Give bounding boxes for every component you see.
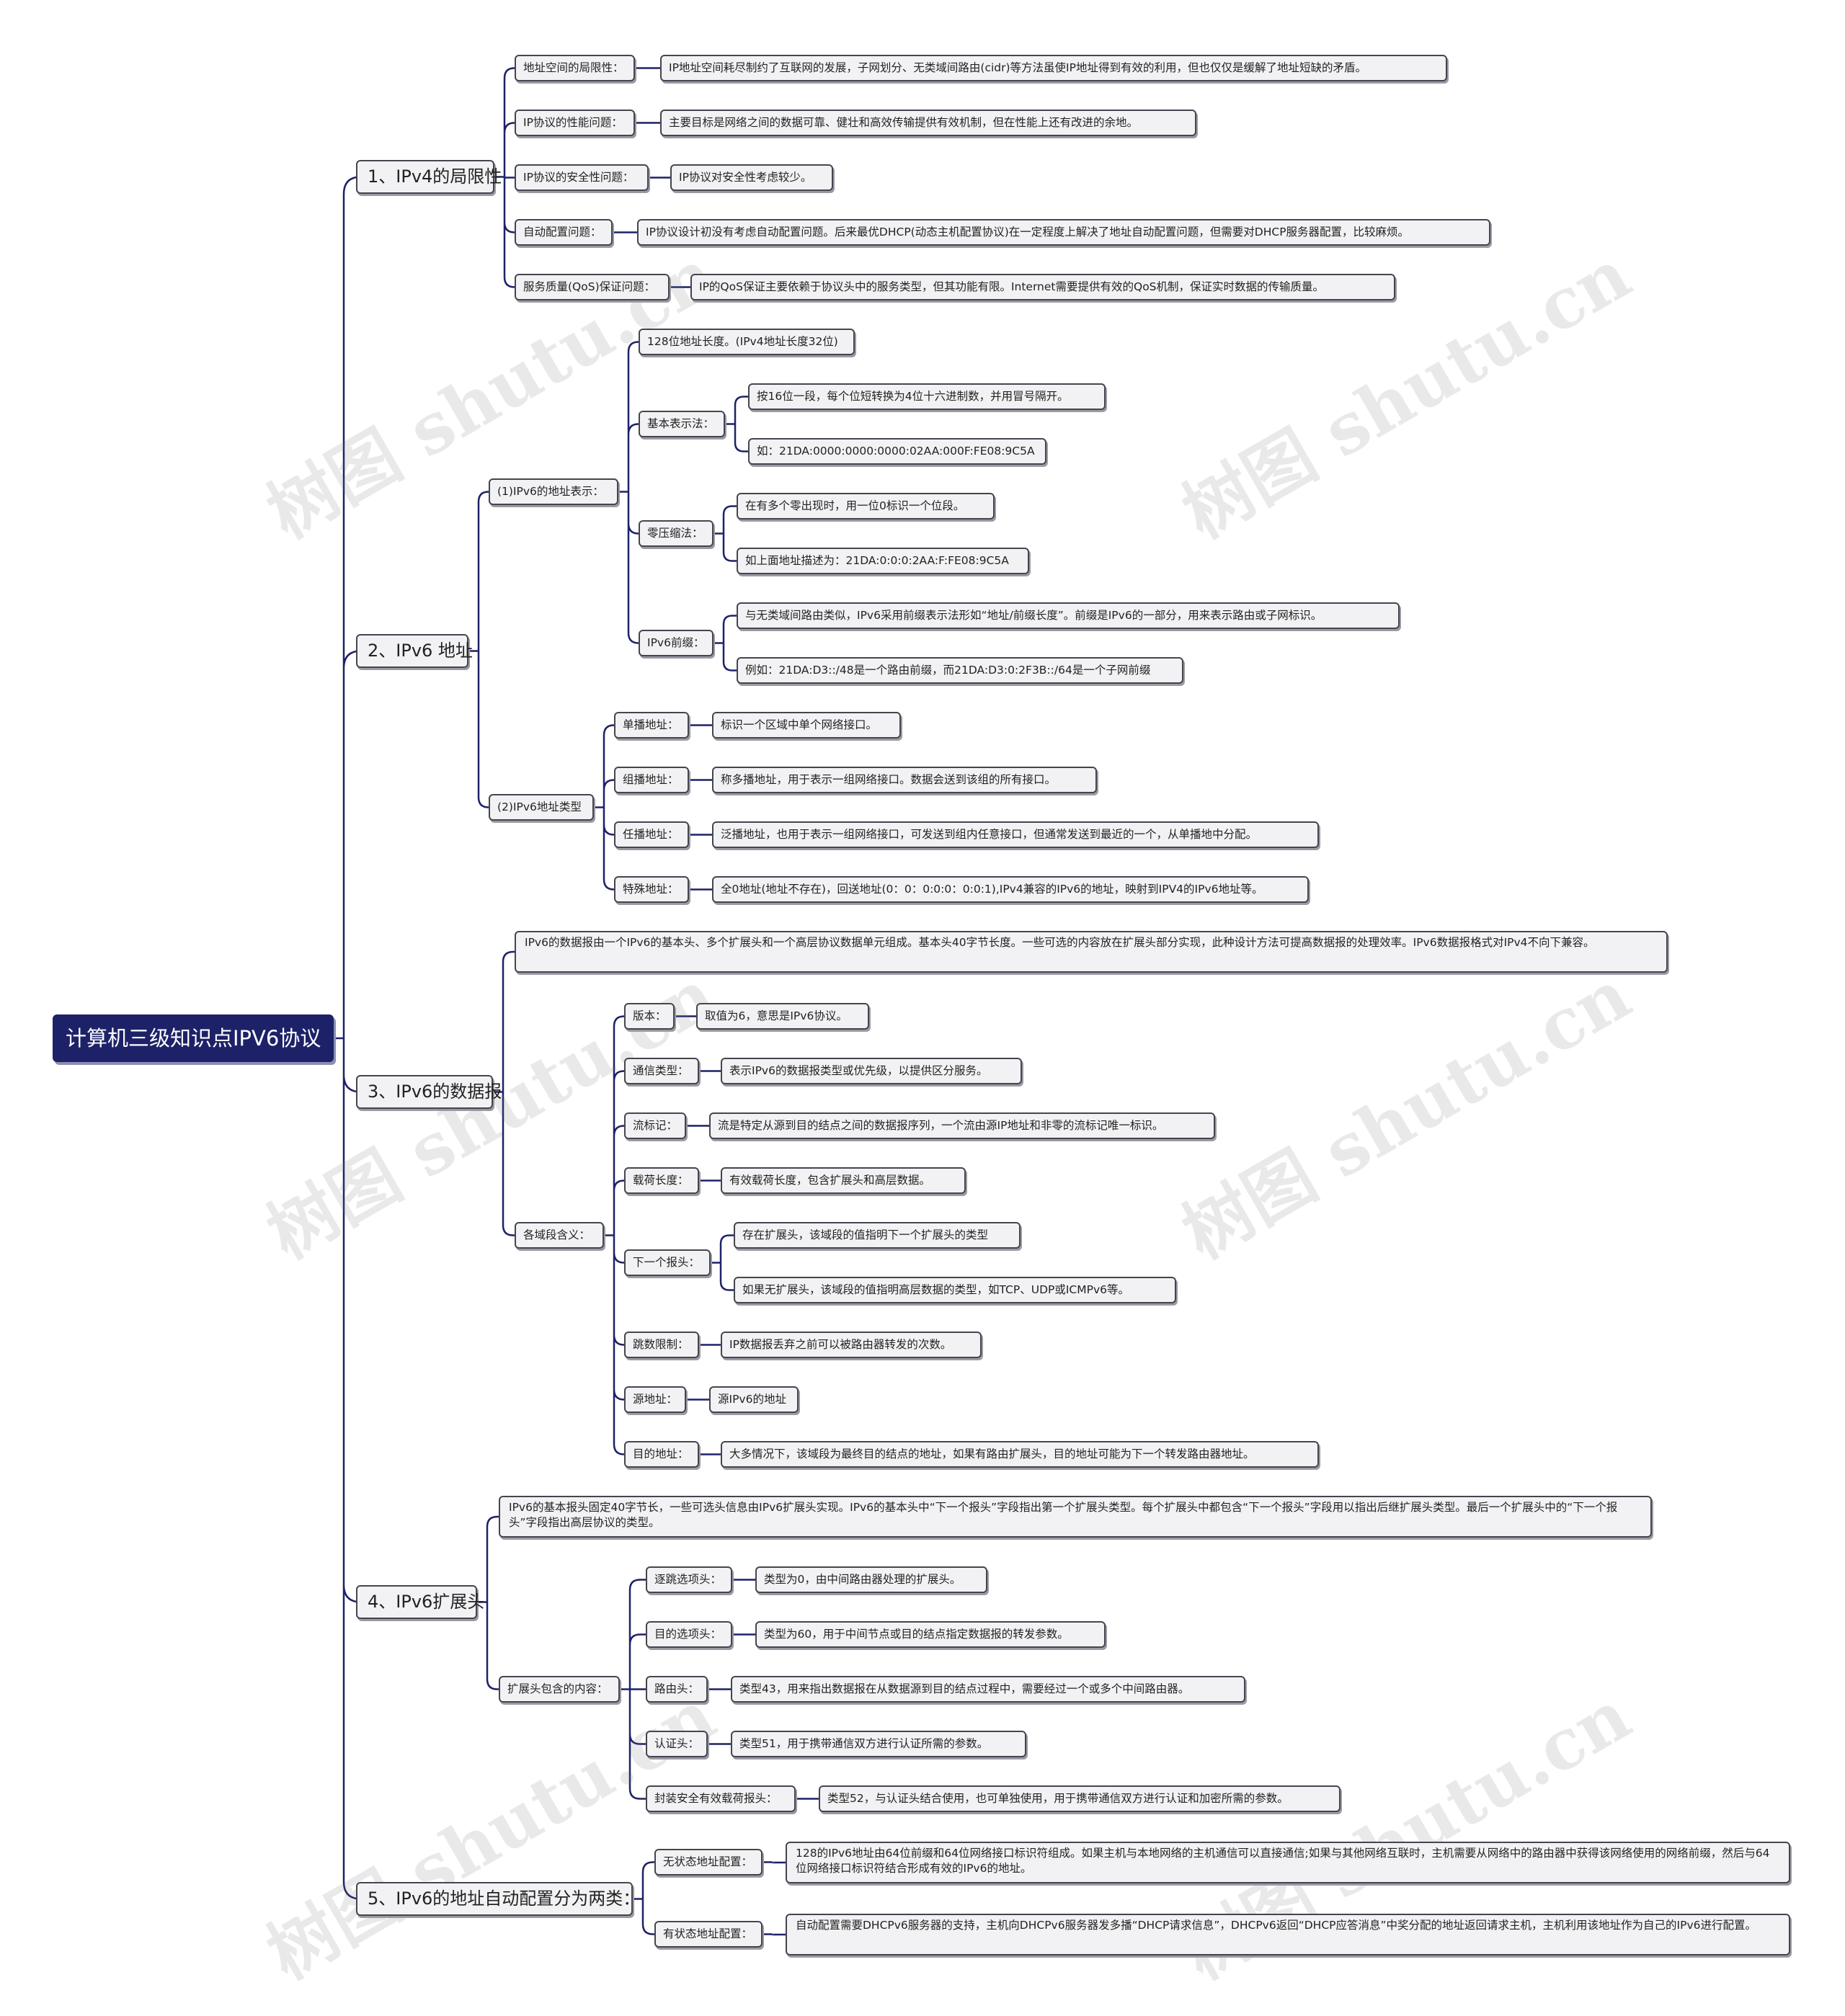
note-destination-address[interactable]: 大多情况下，该域段为最终目的结点的地址，如果有路由扩展头，目的地址可能为下一个转… [721, 1441, 1319, 1468]
note-unicast[interactable]: 标识一个区域中单个网络接口。 [712, 712, 901, 739]
topic-destination-address[interactable]: 目的地址： [624, 1441, 699, 1468]
connector [604, 1015, 625, 1455]
topic-basic-notation[interactable]: 基本表示法： [639, 411, 725, 437]
topic-authentication-header[interactable]: 认证头： [646, 1731, 708, 1757]
note-address-space[interactable]: IP地址空间耗尽制约了互联网的发展，子网划分、无类域间路由(cidr)等方法虽使… [660, 55, 1447, 81]
note-stateful-config[interactable]: 自动配置需要DHCPv6服务器的支持，主机向DHCPv6服务器发多播“DHCP请… [786, 1914, 1790, 1955]
topic-zero-compression[interactable]: 零压缩法： [639, 520, 713, 547]
note-routing-header[interactable]: 类型43，用来指出数据报在从数据源到目的结点过程中，需要经过一个或多个中间路由器… [731, 1676, 1245, 1703]
note-extension-description[interactable]: IPv6的基本报头固定40字节长，一些可选头信息由IPv6扩展头实现。IPv6的… [499, 1496, 1652, 1538]
note-authentication-header[interactable]: 类型51，用于携带通信双方进行认证所需的参数。 [731, 1731, 1026, 1757]
topic-ipv6-prefix[interactable]: IPv6前缀： [639, 630, 713, 656]
topic-flow-label[interactable]: 流标记： [624, 1112, 686, 1139]
topic-traffic-class[interactable]: 通信类型： [624, 1058, 699, 1084]
connector [493, 950, 515, 1236]
note-security[interactable]: IP协议对安全性考虑较少。 [670, 164, 833, 191]
note-destination-options[interactable]: 类型为60，用于中间节点或目的结点指定数据报的转发参数。 [755, 1621, 1106, 1648]
note-hop-limit[interactable]: IP数据报丢弃之前可以被路由器转发的次数。 [721, 1332, 982, 1358]
note-next-header-upper-layer[interactable]: 如果无扩展头，该域段的值指明高层数据的类型，如TCP、UDP或ICMPv6等。 [734, 1277, 1176, 1303]
connector [713, 505, 737, 562]
topic-version[interactable]: 版本： [624, 1003, 675, 1030]
connector [618, 341, 639, 644]
note-basic-notation-rule[interactable]: 按16位一段，每个位短转换为4位十六进制数，并用冒号隔开。 [748, 383, 1106, 410]
note-zero-compression-example[interactable]: 如上面地址描述为：21DA:0:0:0:2AA:F:FE08:9C5A [737, 548, 1029, 574]
topic-stateless-config[interactable]: 无状态地址配置： [654, 1849, 763, 1875]
topic-performance[interactable]: IP协议的性能问题： [515, 110, 635, 136]
topic-stateful-config[interactable]: 有状态地址配置： [654, 1921, 763, 1948]
connector [594, 724, 615, 891]
connector [334, 176, 362, 1900]
topic-address-space[interactable]: 地址空间的局限性： [515, 55, 635, 81]
topic-special-address[interactable]: 特殊地址： [614, 876, 689, 903]
note-anycast[interactable]: 泛播地址，也用于表示一组网络接口，可发送到组内任意接口，但通常发送到最近的一个，… [712, 821, 1319, 848]
topic-hop-by-hop[interactable]: 逐跳选项头： [646, 1566, 732, 1593]
topic-field-meanings[interactable]: 各域段含义： [515, 1222, 604, 1249]
topic-autoconfig[interactable]: 自动配置问题： [515, 219, 613, 246]
branch-ipv6-datagram[interactable]: 3、IPv6的数据报 [356, 1075, 502, 1109]
note-version[interactable]: 取值为6，意思是IPv6协议。 [696, 1003, 869, 1030]
branch-ipv6-address[interactable]: 2、IPv6 地址 [356, 634, 473, 668]
topic-qos[interactable]: 服务质量(QoS)保证问题： [515, 274, 670, 300]
note-qos[interactable]: IP的QoS保证主要依赖于协议头中的服务类型，但其功能有限。Internet需要… [690, 274, 1395, 300]
note-datagram-description[interactable]: IPv6的数据报由一个IPv6的基本头、多个扩展头和一个高层协议数据单元组成。基… [515, 931, 1668, 973]
topic-destination-options[interactable]: 目的选项头： [646, 1621, 732, 1648]
note-flow-label[interactable]: 流是特定从源到目的结点之间的数据报序列，一个流由源IP地址和非零的流标记唯一标识… [709, 1112, 1215, 1139]
topic-security[interactable]: IP协议的安全性问题： [515, 164, 649, 191]
note-esp-header[interactable]: 类型52，与认证头结合使用，也可单独使用，用于携带通信双方进行认证和加密所需的参… [819, 1785, 1341, 1812]
topic-address-representation[interactable]: (1)IPv6的地址表示： [489, 478, 618, 505]
topic-payload-length[interactable]: 载荷长度： [624, 1167, 699, 1194]
connector [477, 1515, 499, 1690]
connector [468, 491, 489, 808]
connector [494, 67, 515, 288]
connector [713, 615, 737, 672]
branch-ipv4-limitations[interactable]: 1、IPv4的局限性 [356, 160, 502, 194]
note-hop-by-hop[interactable]: 类型为0，由中间路由器处理的扩展头。 [755, 1566, 987, 1593]
note-autoconfig[interactable]: IP协议设计初没有考虑自动配置问题。后来最优DHCP(动态主机配置协议)在一定程… [637, 219, 1490, 246]
note-prefix-rule[interactable]: 与无类域间路由类似，IPv6采用前缀表示法形如“地址/前缀长度”。前缀是IPv6… [737, 602, 1400, 629]
note-special-address[interactable]: 全0地址(地址不存在)，回送地址(0：0：0:0:0：0:0:1),IPv4兼容… [712, 876, 1309, 903]
note-basic-notation-example[interactable]: 如：21DA:0000:0000:0000:02AA:000F:FE08:9C5… [748, 438, 1046, 465]
note-source-address[interactable]: 源IPv6的地址 [709, 1386, 799, 1413]
note-payload-length[interactable]: 有效载荷长度，包含扩展头和高层数据。 [721, 1167, 966, 1194]
topic-next-header[interactable]: 下一个报头： [624, 1249, 711, 1276]
topic-source-address[interactable]: 源地址： [624, 1386, 686, 1413]
note-zero-compression-rule[interactable]: 在有多个零出现时，用一位0标识一个位段。 [737, 493, 995, 519]
topic-extension-contents[interactable]: 扩展头包含的内容： [499, 1676, 620, 1703]
root-topic[interactable]: 计算机三级知识点IPV6协议 [53, 1014, 334, 1062]
note-prefix-example[interactable]: 例如：21DA:D3::/48是一个路由前缀，而21DA:D3:0:2F3B::… [737, 657, 1183, 684]
note-multicast[interactable]: 称多播地址，用于表示一组网络接口。数据会送到该组的所有接口。 [712, 767, 1097, 793]
connector [620, 1579, 646, 1800]
topic-esp-header[interactable]: 封装安全有效载荷报头： [646, 1785, 796, 1812]
note-stateless-config[interactable]: 128的IPv6地址由64位前缀和64位网络接口标识符组成。如果主机与本地网络的… [786, 1842, 1790, 1883]
branch-address-autoconfig[interactable]: 5、IPv6的地址自动配置分为两类： [356, 1882, 640, 1916]
topic-routing-header[interactable]: 路由头： [646, 1676, 708, 1703]
topic-anycast[interactable]: 任播地址： [614, 821, 689, 848]
topic-multicast[interactable]: 组播地址： [614, 767, 689, 793]
topic-unicast[interactable]: 单播地址： [614, 712, 689, 739]
connector [633, 1861, 654, 1935]
note-address-length[interactable]: 128位地址长度。(IPv4地址长度32位) [639, 329, 855, 355]
topic-hop-limit[interactable]: 跳数限制： [624, 1332, 699, 1358]
connector [725, 396, 748, 452]
note-next-header-extension[interactable]: 存在扩展头，该域段的值指明下一个扩展头的类型 [734, 1222, 1021, 1249]
note-traffic-class[interactable]: 表示IPv6的数据报类型或优先级，以提供区分服务。 [721, 1058, 1022, 1084]
branch-ipv6-extension-header[interactable]: 4、IPv6扩展头 [356, 1585, 484, 1619]
topic-address-types[interactable]: (2)IPv6地址类型 [489, 794, 594, 821]
note-performance[interactable]: 主要目标是网络之间的数据可靠、健壮和高效传输提供有效机制，但在性能上还有改进的余… [660, 110, 1196, 136]
connector [711, 1234, 734, 1291]
